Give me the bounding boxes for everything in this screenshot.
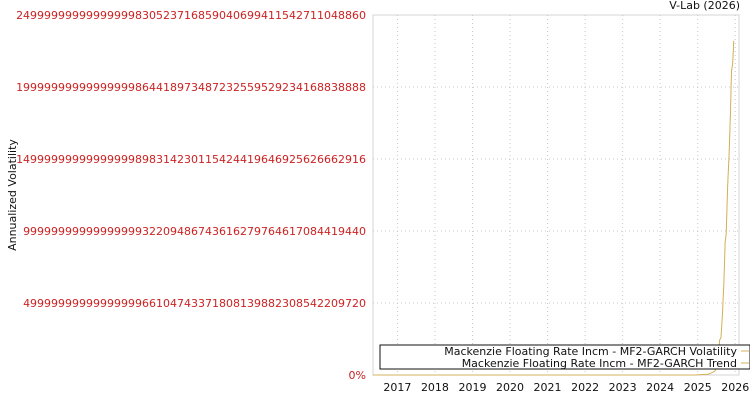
series-lines xyxy=(373,40,735,376)
y-tick-label: 4999999999999999966104743371808139882308… xyxy=(23,297,366,310)
y-tick-label: 0% xyxy=(349,369,366,382)
plot-frame xyxy=(372,14,740,376)
x-gridlines xyxy=(396,15,736,375)
x-tick-label: 2017 xyxy=(383,381,411,394)
y-axis-label: Annualized Volatility xyxy=(6,139,19,251)
y-gridlines xyxy=(373,86,739,304)
x-tick-label: 2019 xyxy=(458,381,486,394)
x-tick-label: 2022 xyxy=(571,381,599,394)
legend: Mackenzie Floating Rate Incm - MF2-GARCH… xyxy=(379,344,750,370)
x-tick-label: 2024 xyxy=(646,381,674,394)
x-tick-label: 2023 xyxy=(609,381,637,394)
x-tick-label: 2025 xyxy=(684,381,712,394)
y-tick-label: 1499999999999999989831423011542441964692… xyxy=(16,153,366,166)
source-label: V-Lab (2026) xyxy=(669,0,740,12)
trend-line xyxy=(373,40,734,376)
y-tick-label: 2499999999999999983052371685904069941154… xyxy=(16,9,366,22)
x-tick-label: 2021 xyxy=(534,381,562,394)
x-axis-ticks: 2017 2018 2019 2020 2021 2022 2023 2024 2025 2026 xyxy=(383,381,749,394)
x-tick-label: 2026 xyxy=(721,381,749,394)
x-tick-label: 2020 xyxy=(496,381,524,394)
legend-entry-trend: Mackenzie Floating Rate Incm - MF2-GARCH… xyxy=(462,357,737,370)
x-tick-label: 2018 xyxy=(421,381,449,394)
y-tick-label: 9999999999999999932209486743616279764617… xyxy=(23,225,366,238)
y-tick-label: 1999999999999999986441897348723255952923… xyxy=(16,81,366,94)
legend-entry-volatility: Mackenzie Floating Rate Incm - MF2-GARCH… xyxy=(444,345,737,358)
legend-box xyxy=(379,344,750,370)
y-axis-ticks: 0% 49999999999999999661047433718081398823… xyxy=(16,9,366,382)
